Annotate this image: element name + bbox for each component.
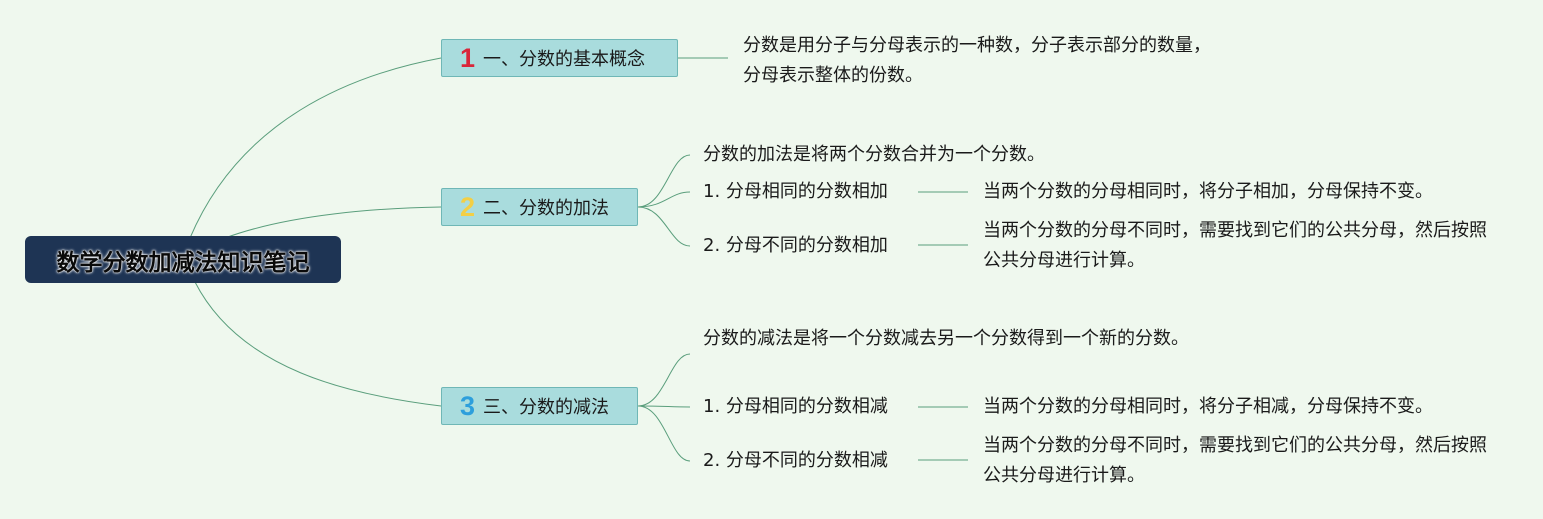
root-node[interactable]: 数学分数加减法知识笔记 <box>25 236 341 283</box>
number-badge: 1 <box>460 42 476 73</box>
topic-label: 一、分数的基本概念 <box>483 49 646 70</box>
topic-2-desc: 分数的加法是将两个分数合并为一个分数。 <box>703 144 1045 165</box>
topic-2-item-1[interactable]: 1. 分母相同的分数相加 <box>703 181 888 202</box>
link-root-topic2 <box>224 206 442 239</box>
topic-3-desc: 分数的减法是将一个分数减去另一个分数得到一个新的分数。 <box>703 328 1189 349</box>
number-badge: 3 <box>460 390 476 421</box>
topic-3-item-1-detail: 当两个分数的分母相同时，将分子相减，分母保持不变。 <box>983 396 1433 417</box>
topic-3-item-2[interactable]: 2. 分母不同的分数相减 <box>703 450 888 471</box>
link-topic2-item2 <box>637 206 691 247</box>
topic-3-item-2-detail: 当两个分数的分母不同时，需要找到它们的公共分母，然后按照公共分母进行计算。 <box>983 435 1487 486</box>
link-topic3-item2 <box>637 405 691 462</box>
link-root-topic3 <box>194 281 442 407</box>
topic-1-desc: 分数是用分子与分母表示的一种数，分子表示部分的数量，分母表示整体的份数。 <box>743 35 1211 86</box>
link-topic3-item1 <box>637 405 691 408</box>
number-badge: 2 <box>460 191 476 222</box>
topic-3-item-1[interactable]: 1. 分母相同的分数相减 <box>703 396 888 417</box>
link-topic2-desc <box>637 154 691 208</box>
topic-node-2[interactable]: 2 二、分数的加法 <box>441 188 638 226</box>
topic-2-item-1-detail: 当两个分数的分母相同时，将分子相加，分母保持不变。 <box>983 181 1433 202</box>
link-topic3-desc <box>637 353 691 407</box>
topic-label: 二、分数的加法 <box>483 198 610 219</box>
topic-2-item-2[interactable]: 2. 分母不同的分数相加 <box>703 235 888 256</box>
topic-node-3[interactable]: 3 三、分数的减法 <box>441 387 638 425</box>
link-root-topic1 <box>189 57 442 239</box>
topic-2-item-2-detail: 当两个分数的分母不同时，需要找到它们的公共分母，然后按照公共分母进行计算。 <box>983 220 1487 271</box>
topic-node-1[interactable]: 1 一、分数的基本概念 <box>441 39 678 77</box>
topic-label: 三、分数的减法 <box>483 397 610 418</box>
link-topic2-item1 <box>637 191 691 208</box>
root-title: 数学分数加减法知识笔记 <box>56 249 310 276</box>
